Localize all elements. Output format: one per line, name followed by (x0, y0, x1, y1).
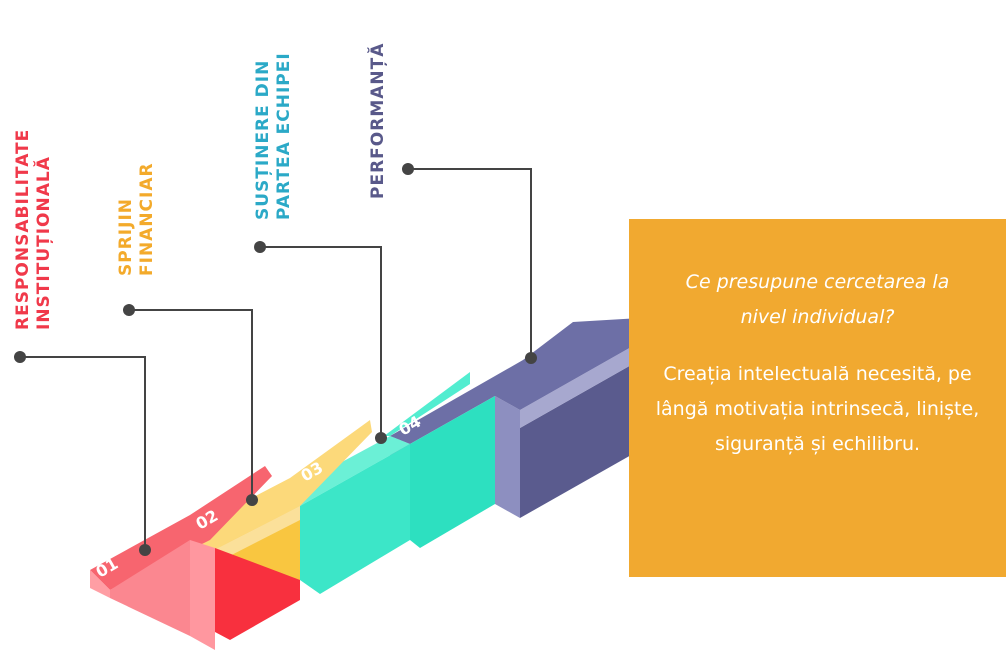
step-4-front-face (520, 360, 640, 518)
step-3-front-face (410, 396, 495, 548)
step-1-block (90, 466, 300, 650)
step-1-front-face (215, 548, 300, 640)
step-3-label-line-2: PARTEA ECHIPEI (274, 52, 294, 220)
connector-2 (123, 304, 258, 506)
connector-2-start-dot (123, 304, 135, 316)
connector-3-end-dot (375, 432, 387, 444)
step-2-label-line-1: SPRIJIN (116, 198, 136, 276)
connector-4-end-dot (525, 352, 537, 364)
connector-3 (254, 241, 387, 444)
connector-4-start-dot (402, 163, 414, 175)
step-1-label: RESPONSABILITATE INSTITUȚIONALĂ (13, 129, 55, 330)
step-3-top-face (290, 436, 410, 506)
connector-1-start-dot (14, 351, 26, 363)
connector-1-end-dot (139, 544, 151, 556)
step-1-side-face (90, 570, 110, 598)
step-4-riser-face (495, 396, 520, 518)
step-1-label-line-2: INSTITUȚIONALĂ (34, 156, 54, 330)
step-3-lower-face (300, 444, 410, 594)
step-3-label: SUSȚINERE DIN PARTEA ECHIPEI (253, 52, 295, 220)
step-4-label: PERFORMANȚĂ (368, 43, 389, 199)
step-2-top-face (190, 420, 372, 552)
step-1-base-face (110, 540, 190, 636)
step-4-label-line-1: PERFORMANȚĂ (368, 42, 388, 199)
connector-1 (14, 351, 151, 556)
connector-2-end-dot (246, 494, 258, 506)
step-1-label-line-1: RESPONSABILITATE (13, 128, 33, 330)
step-4-edge-face (520, 342, 640, 428)
step-3-label-line-1: SUSȚINERE DIN (253, 59, 273, 220)
step-2-label: SPRIJIN FINANCIAR (116, 162, 158, 276)
step-4-top-face (390, 318, 640, 444)
step-1-top-face (90, 466, 272, 590)
connector-3-start-dot (254, 241, 266, 253)
connector-4 (402, 163, 537, 364)
info-question: Ce presupune cercetarea la nivel individ… (685, 271, 950, 328)
step-3-back-edge (384, 372, 470, 436)
info-box: Ce presupune cercetarea la nivel individ… (629, 219, 1006, 577)
step-2-edge-face (210, 506, 300, 566)
step-1-riser-face (190, 540, 215, 650)
step-2-label-line-2: FINANCIAR (137, 162, 157, 276)
info-answer: Creația intelectuală necesită, pe lângă … (655, 363, 980, 455)
